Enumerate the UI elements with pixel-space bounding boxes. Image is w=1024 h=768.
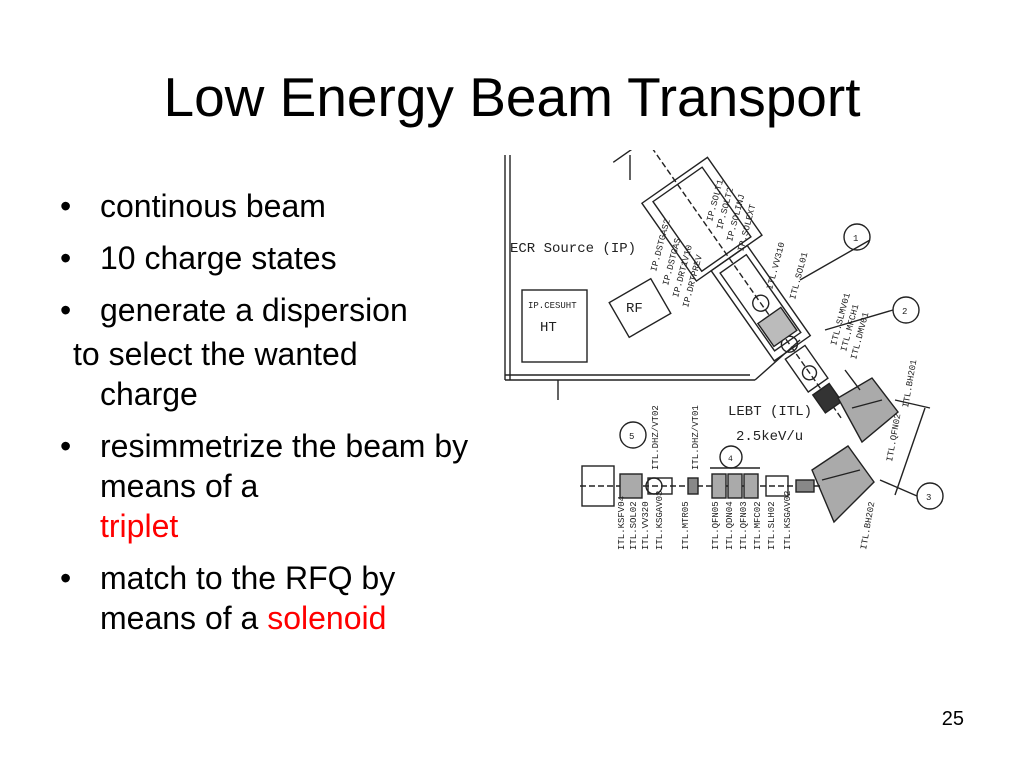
tag-label: ITL.BH201: [901, 359, 919, 409]
tag-label: ITL.VV310: [765, 241, 787, 291]
bullet-text: match to the RFQ by means of a: [100, 560, 396, 636]
callout-group: 1 2 3 4 5: [619, 223, 944, 510]
page-number: 25: [941, 708, 964, 730]
callout-number: 4: [728, 455, 733, 464]
callout-number: 5: [629, 432, 634, 442]
ecr-room-walls: [504, 155, 801, 400]
bullet-item: • match to the RFQ by means of a solenoid: [58, 558, 488, 638]
slide-title: Low Energy Beam Transport: [163, 66, 861, 128]
tag-label: ITL.QDN04: [725, 501, 735, 550]
bullet-text: to select the wanted: [73, 336, 358, 372]
tag-label: ITL.MTR05: [681, 501, 691, 550]
bullet-dot: •: [60, 560, 72, 596]
tag-label: ITL.KSGAV03: [655, 491, 665, 550]
callout-number: 2: [902, 307, 907, 317]
tag-label: ITL.MFC02: [753, 501, 763, 550]
upper-tag-group: IP.SOLT1 IP.SOLT2 IP.SOLINJ IP.SOLEXT IT…: [649, 178, 871, 360]
cesuht-label: IP.CESUHT: [528, 301, 577, 311]
tag-label: ITL.SOL02: [629, 501, 639, 550]
source-beamline: [612, 150, 843, 419]
callout-number: 1: [853, 234, 858, 244]
lebt-label: LEBT (ITL): [728, 404, 812, 420]
tag-label: ITL.SLH02: [767, 501, 777, 550]
tag-label: ITL.BH202: [859, 501, 877, 551]
bullet-dot: •: [60, 292, 72, 328]
bullet-item: • continous beam: [58, 186, 488, 226]
bullet-dot: •: [60, 240, 72, 276]
lower-beamline: [580, 465, 820, 507]
lebt-diagram: ECR Source (IP) IP.CESUHT HT RF IP.SOLT1…: [504, 150, 944, 551]
tag-label: ITL.QFN03: [739, 501, 749, 550]
ht-label: HT: [540, 320, 557, 336]
tag-label: ITL.DHZ/VT01: [691, 405, 701, 470]
bullet-text: generate a dispersion: [100, 292, 408, 328]
ecr-source-label: ECR Source (IP): [510, 241, 636, 257]
bullet-dot: •: [60, 428, 72, 464]
bullet-text: continous beam: [100, 188, 326, 224]
bullet-list: • continous beam • 10 charge states • gener…: [58, 186, 488, 650]
bullet-continuation: to select the wanted charge: [58, 334, 488, 414]
callout-number: 3: [926, 493, 931, 503]
rf-label: RF: [626, 301, 643, 317]
tag-label: ITL.KSFV04: [617, 496, 627, 550]
bullet-item: • resimmetrize the beam by means of a trip…: [58, 426, 488, 546]
bullet-dot: •: [60, 188, 72, 224]
tag-label: ITL.DHZ/VT02: [651, 405, 661, 470]
lower-tag-group: ITL.KSFV04 ITL.SOL02 ITL.VV320 ITL.KSGAV…: [617, 491, 793, 550]
callout-circle-5: [619, 421, 647, 449]
dipole-upper: [837, 377, 899, 444]
bullet-text: charge: [100, 376, 198, 412]
energy-label: 2.5keV/u: [736, 429, 803, 445]
tag-label: ITL.VV320: [641, 501, 651, 550]
bullet-text: resimmetrize the beam by means of a: [100, 428, 469, 504]
tag-label: ITL.KSGAV02: [783, 491, 793, 550]
dipole-lower: [811, 445, 875, 524]
callout-circle-1: [843, 223, 871, 251]
bullet-item: • generate a dispersion: [58, 290, 488, 330]
rf-box: [608, 277, 672, 339]
highlight-triplet: triplet: [100, 508, 179, 544]
bullet-item: • 10 charge states: [58, 238, 488, 278]
tag-label: ITL.QFN05: [711, 501, 721, 550]
bullet-text: 10 charge states: [100, 240, 337, 276]
ht-box: [521, 289, 588, 363]
highlight-solenoid: solenoid: [267, 600, 387, 636]
vert-tag-group: ITL.DHZ/VT02 ITL.DHZ/VT01: [651, 405, 701, 470]
